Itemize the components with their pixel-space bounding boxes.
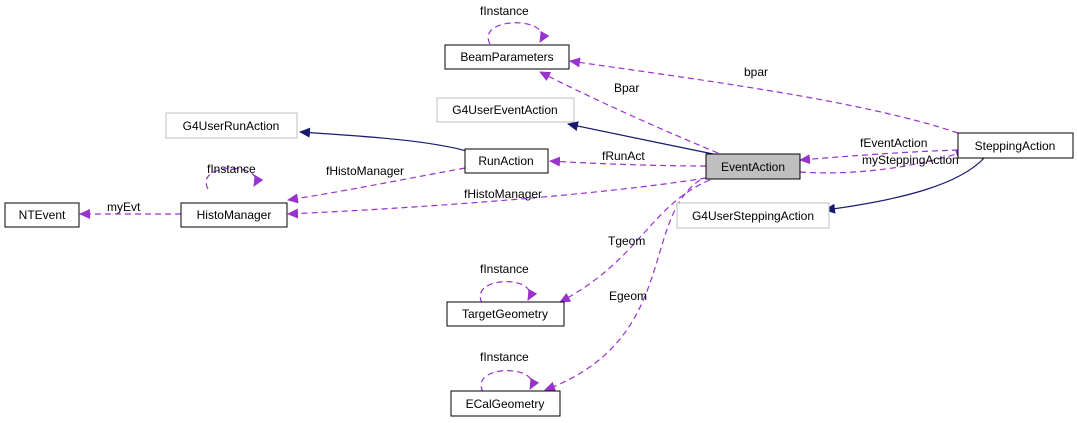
node-ecal-geometry[interactable]: ECalGeometry	[450, 390, 561, 417]
edge-runaction-to-g4userrunaction	[299, 127, 471, 153]
edge-targetgeometry-self	[479, 281, 538, 304]
node-run-action-label: RunAction	[478, 154, 533, 168]
edge-beamparameters-self	[487, 22, 550, 45]
label-histo-self: fInstance	[207, 162, 256, 176]
label-my-evt: myEvt	[107, 200, 141, 214]
edge-eventaction-to-histomanager	[287, 177, 707, 219]
label-my-stepping: mySteppingAction	[862, 153, 959, 167]
edge-runaction-to-histomanager	[287, 167, 466, 204]
label-tgeom: Tgeom	[608, 234, 645, 248]
label-f-event-action: fEventAction	[860, 136, 927, 150]
label-f-run-act: fRunAct	[602, 149, 645, 163]
nodes: BeamParameters G4UserEventAction G4UserR…	[4, 44, 1074, 417]
label-bpar-lower: bpar	[744, 65, 768, 79]
inheritance-edges	[299, 121, 986, 214]
node-g4-user-run-action-label: G4UserRunAction	[183, 119, 280, 133]
node-g4-user-event-action[interactable]: G4UserEventAction	[436, 97, 575, 123]
label-f-histo-manager-run: fHistoManager	[326, 164, 404, 178]
edge-ecalgeometry-self	[480, 370, 540, 393]
edge-steppingaction-to-g4usersteppingaction	[824, 156, 986, 214]
edge-eventaction-to-steppingaction	[799, 149, 967, 174]
edge-eventaction-to-targetgeometry	[559, 179, 711, 303]
node-nt-event[interactable]: NTEvent	[4, 202, 80, 228]
edge-labels: fInstance bpar Bpar fInstance fRunAct fH…	[107, 4, 959, 364]
node-g4-user-stepping-action-label: G4UserSteppingAction	[692, 209, 814, 223]
edge-eventaction-to-ecalgeometry	[544, 179, 701, 392]
node-stepping-action[interactable]: SteppingAction	[957, 132, 1074, 159]
node-target-geometry-label: TargetGeometry	[462, 307, 548, 321]
node-histo-manager-label: HistoManager	[197, 208, 272, 222]
node-beam-parameters[interactable]: BeamParameters	[444, 44, 570, 70]
node-run-action[interactable]: RunAction	[464, 148, 549, 174]
node-g4-user-stepping-action[interactable]: G4UserSteppingAction	[676, 202, 830, 229]
label-beam-self: fInstance	[480, 4, 529, 18]
label-target-self: fInstance	[480, 262, 529, 276]
edge-steppingaction-to-beamparameters	[569, 57, 959, 134]
label-ecal-self: fInstance	[480, 350, 529, 364]
node-g4-user-run-action[interactable]: G4UserRunAction	[165, 112, 298, 139]
label-f-histo-manager-event: fHistoManager	[464, 187, 542, 201]
label-egeom: Egeom	[609, 289, 647, 303]
node-ecal-geometry-label: ECalGeometry	[466, 397, 545, 411]
edge-eventaction-to-beamparameters	[539, 71, 719, 154]
node-beam-parameters-label: BeamParameters	[460, 50, 553, 64]
node-stepping-action-label: SteppingAction	[975, 139, 1056, 153]
node-target-geometry[interactable]: TargetGeometry	[446, 301, 565, 327]
node-event-action[interactable]: EventAction	[705, 153, 801, 180]
edge-eventaction-to-g4usereventaction	[567, 121, 719, 156]
usage-edges	[79, 22, 967, 393]
node-event-action-label: EventAction	[721, 160, 785, 174]
node-nt-event-label: NTEvent	[19, 208, 66, 222]
edge-steppingaction-to-eventaction	[799, 149, 959, 165]
node-g4-user-event-action-label: G4UserEventAction	[452, 103, 557, 117]
node-histo-manager[interactable]: HistoManager	[180, 202, 288, 228]
label-bpar-upper: Bpar	[614, 81, 639, 95]
